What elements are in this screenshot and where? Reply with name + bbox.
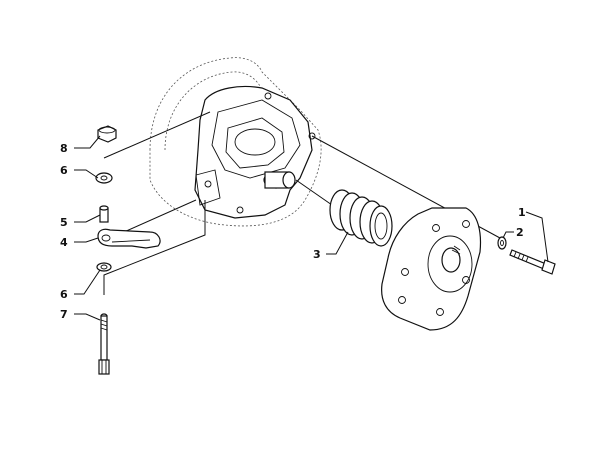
callout-leader-2 [502, 231, 514, 239]
cover-plate-outline [381, 207, 482, 331]
spring-coil-inner [374, 212, 388, 240]
callout-7: 7 [60, 308, 68, 321]
spider-arm-detail [225, 117, 285, 169]
cover-bolt-hole-3 [401, 268, 409, 276]
clutch-cover [381, 207, 482, 331]
cap-screw-head [541, 259, 556, 275]
cover-hub-ring [427, 235, 473, 293]
callout-leader-6a [74, 169, 99, 179]
spider-arm-upper [211, 99, 301, 179]
cover-bolt-hole-2 [432, 224, 440, 232]
callout-4: 4 [60, 236, 68, 249]
drive-clutch-assembly [149, 57, 322, 227]
washer-upper-hole [100, 175, 108, 181]
spider-bolt-1 [308, 132, 316, 140]
part-washer-lower [96, 262, 112, 272]
bolt-head [98, 359, 110, 375]
part-spring [329, 189, 393, 247]
part-cam-arm [97, 228, 161, 249]
part-shoulder-bolt [98, 313, 110, 375]
callout-leader-5 [74, 214, 101, 223]
washer-upper-shape [95, 172, 113, 184]
cap-screw-washer-shape [497, 236, 507, 250]
spider-bolt-3 [236, 206, 244, 214]
weight-bracket [195, 169, 221, 206]
callout-leader-1 [525, 211, 549, 263]
spider-hub [234, 128, 276, 156]
bushing-top [99, 205, 109, 211]
cover-logo-mark [451, 245, 461, 255]
part-bushing [99, 205, 109, 223]
callout-2: 2 [516, 226, 524, 239]
clutch-sheave-inner [164, 71, 261, 151]
part-nut [97, 125, 117, 143]
leader-arm-to-clutch [123, 199, 197, 233]
spider-bolt-4 [264, 92, 272, 100]
bolt-shank [100, 315, 108, 361]
callout-8: 8 [60, 142, 68, 155]
bolt-thread-1 [100, 319, 108, 331]
cam-arm-hole [101, 234, 111, 242]
callout-leader-6b [74, 269, 101, 295]
callout-leader-4 [74, 237, 99, 243]
cap-screw-threads [513, 251, 529, 263]
cover-bolt-hole-4 [398, 296, 406, 304]
spider-bolt-2 [204, 180, 212, 188]
cam-arm-shape [97, 228, 161, 249]
part-cap-screw-washer [497, 236, 507, 250]
washer-lower-shape [96, 262, 112, 272]
callout-leaders [74, 135, 549, 321]
callout-6-upper: 6 [60, 164, 68, 177]
spring-coil-5 [369, 205, 393, 247]
clutch-spider [194, 85, 313, 219]
washer-lower-hole [100, 264, 108, 270]
cover-bolt-hole-5 [436, 308, 444, 316]
cover-bolt-hole-6 [462, 276, 470, 284]
callout-6-lower: 6 [60, 288, 68, 301]
callout-leader-8 [74, 135, 101, 149]
leader-bolt-to-clutch [103, 200, 206, 295]
cam-arm-edge [111, 239, 151, 243]
callout-3: 3 [313, 248, 321, 261]
cover-center-hole [441, 247, 461, 273]
part-cap-screw [509, 249, 556, 275]
callout-1: 1 [518, 206, 526, 219]
callout-leader-7 [74, 313, 101, 321]
part-washer-upper [95, 172, 113, 184]
leader-nut-to-clutch [103, 111, 211, 159]
callout-labels: 8 6 5 4 6 7 3 2 1 [60, 142, 526, 321]
callout-5: 5 [60, 216, 68, 229]
leader-spring-line [295, 179, 333, 206]
hex-nut-top [98, 126, 116, 134]
cover-bolt-hole-1 [462, 220, 470, 228]
post-cap [282, 171, 296, 189]
cap-screw-washer-hole [500, 240, 504, 246]
callout-leader-3 [326, 231, 349, 255]
bolt-head-flats [101, 360, 107, 374]
